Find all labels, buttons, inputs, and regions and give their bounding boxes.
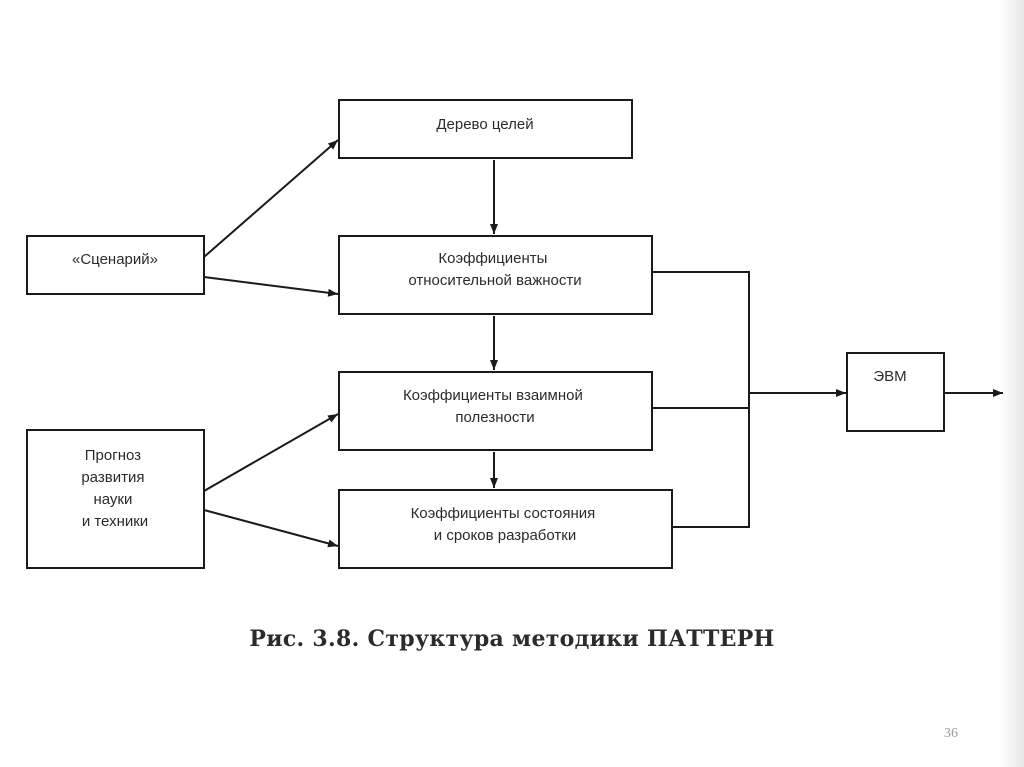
- box-state-and-terms-line: и сроков разработки: [434, 527, 576, 544]
- box-science-forecast-line: развития: [81, 469, 144, 486]
- box-goal-tree: Дерево целей: [338, 99, 633, 159]
- arrow-scenario-to-importance: [203, 276, 339, 297]
- box-science-forecast-line: науки: [93, 491, 132, 508]
- box-mutual-utility-line: Коэффициенты взаимной: [403, 387, 583, 404]
- box-mutual-utility-line: полезности: [455, 409, 534, 426]
- box-scenario: «Сценарий»: [26, 235, 205, 295]
- svg-text:ЭВМ: ЭВМ: [873, 368, 906, 385]
- page-number: 36: [944, 726, 958, 741]
- figure-caption: Рис. 3.8. Структура методики ПАТТЕРН: [249, 626, 775, 652]
- arrow-forecast-to-utility: [203, 413, 339, 492]
- svg-text:Прогноз развития н: Прогноз развития науки и техники: [81, 447, 148, 530]
- box-computer: ЭВМ: [846, 352, 945, 432]
- arrow-scenario-to-tree: [203, 139, 339, 258]
- box-computer-line: ЭВМ: [873, 368, 906, 385]
- arrow-forecast-to-state: [203, 509, 339, 548]
- box-state-and-terms-line: Коэффициенты состояния: [411, 505, 596, 522]
- svg-text:Коэффициенты взаимной по: Коэффициенты взаимной полезности: [403, 387, 587, 426]
- svg-text:«Сценарий»: «Сценарий»: [72, 251, 158, 268]
- box-relative-importance-line: относительной важности: [408, 272, 581, 289]
- box-goal-tree-line: Дерево целей: [436, 116, 533, 133]
- svg-text:Дерево целей: Дерево целей: [436, 116, 533, 133]
- box-science-forecast: Прогноз развития науки и техники: [26, 429, 205, 569]
- box-state-and-terms: Коэффициенты состояния и сроков разработ…: [338, 489, 673, 569]
- svg-text:Коэффициенты состояния и: Коэффициенты состояния и сроков разработ…: [411, 505, 600, 544]
- box-relative-importance: Коэффициенты относительной важности: [338, 235, 653, 315]
- svg-text:Коэффициенты относительн: Коэффициенты относительной важности: [408, 250, 581, 289]
- box-science-forecast-line: и техники: [82, 513, 148, 530]
- box-mutual-utility: Коэффициенты взаимной полезности: [338, 371, 653, 451]
- pattern-method-diagram: Дерево целей «Сценарий» Коэффициенты отн…: [26, 99, 1003, 569]
- box-scenario-line: «Сценарий»: [72, 251, 158, 268]
- box-relative-importance-line: Коэффициенты: [438, 250, 547, 267]
- slide-edge-shadow: [1000, 0, 1024, 767]
- box-science-forecast-line: Прогноз: [85, 447, 141, 464]
